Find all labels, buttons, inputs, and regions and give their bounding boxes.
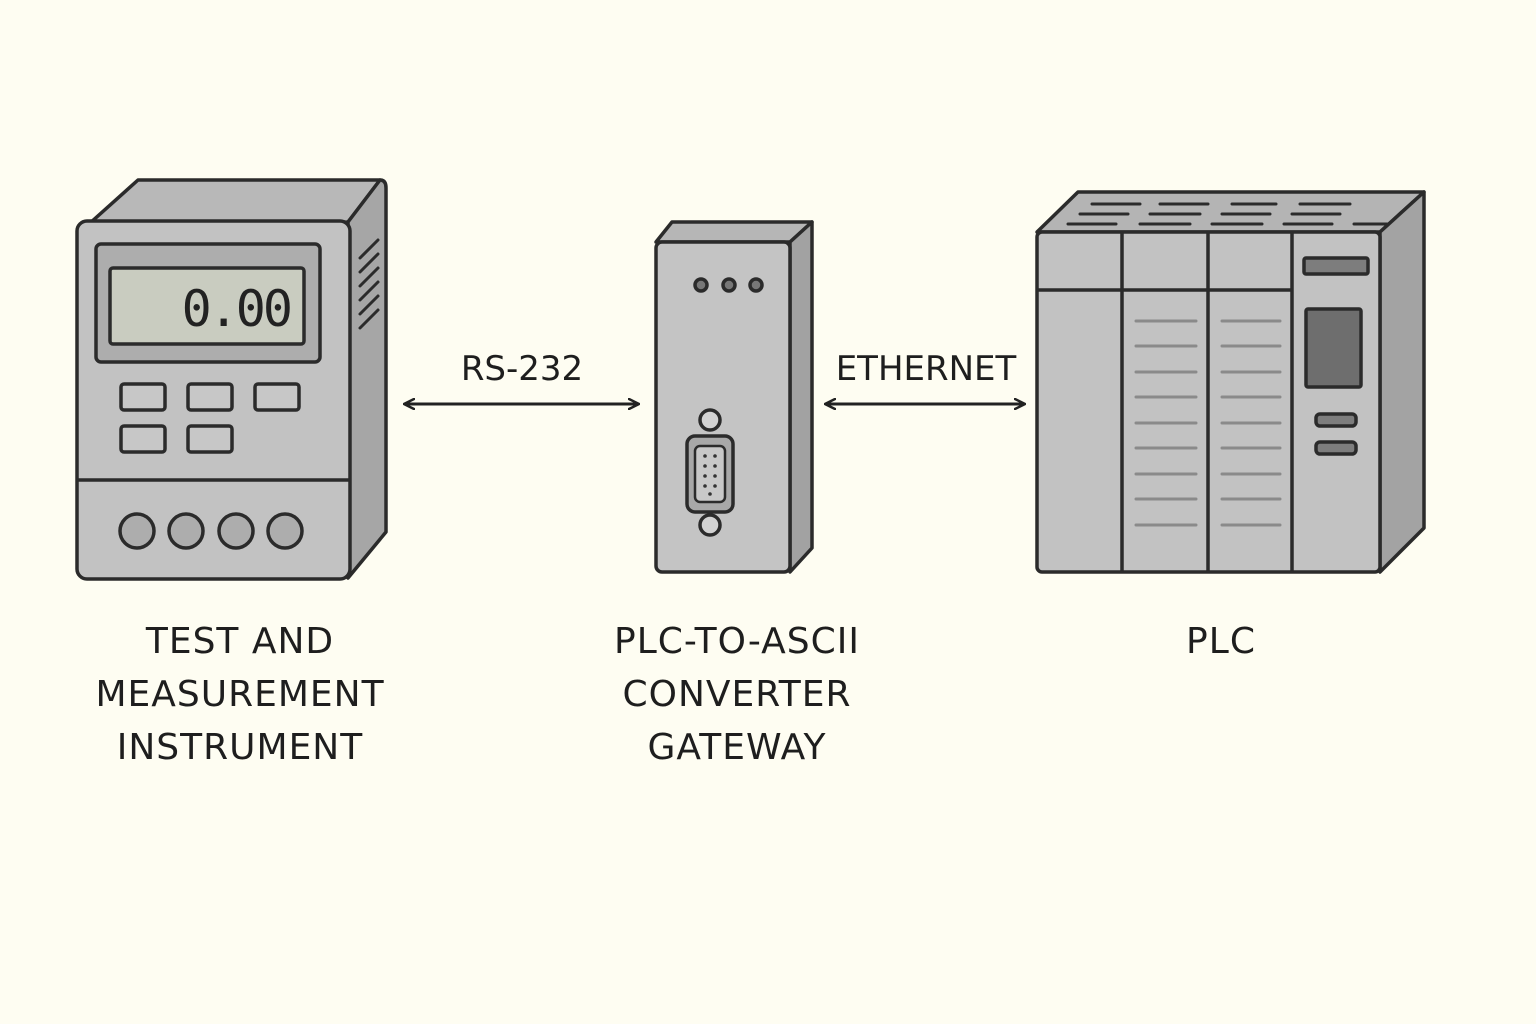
gateway-side-face [788,220,814,574]
instrument-side-face [346,178,388,580]
connector-screw [698,408,722,432]
db9-pins [703,454,717,496]
caption-line: CONVERTER [622,674,852,715]
round-button[interactable] [167,512,205,550]
plc-side-face [1378,190,1426,574]
ethernet-label: ETHERNET [836,349,1017,389]
round-button[interactable] [118,512,156,550]
gateway-led [693,277,709,293]
converter-gateway [654,220,814,574]
plc-button[interactable] [1314,440,1358,456]
gateway-led [748,277,764,293]
instrument-caption: TEST AND MEASUREMENT INSTRUMENT [40,615,440,774]
gateway-caption: PLC-TO-ASCII CONVERTER GATEWAY [537,615,937,774]
db9-port-inner [693,444,727,504]
gateway-led [721,277,737,293]
instrument-display-value: 0.00 [182,280,290,338]
plc-button[interactable] [1314,412,1358,428]
measurement-instrument [75,178,388,581]
plc-status-bar [1302,256,1370,276]
plc-screen [1304,307,1363,389]
keypad-key[interactable] [119,382,167,412]
caption-line: MEASUREMENT [95,674,385,715]
plc-top-face [1035,190,1426,234]
instrument-round-buttons [118,512,304,550]
keypad-key[interactable] [186,424,234,454]
caption-line: TEST AND [145,621,335,662]
caption-line: GATEWAY [647,727,827,768]
round-button[interactable] [217,512,255,550]
plc-unit [1035,190,1426,574]
instrument-lcd [108,266,306,346]
caption-line: PLC [1186,621,1256,662]
caption-line: PLC-TO-ASCII [614,621,860,662]
caption-line: INSTRUMENT [116,727,364,768]
keypad-key[interactable] [253,382,301,412]
plc-caption: PLC [1071,615,1371,668]
gateway-top-face [654,220,814,244]
instrument-vent [358,238,380,330]
connector-screw [698,513,722,537]
round-button[interactable] [266,512,304,550]
rs232-label: RS-232 [461,349,583,389]
instrument-keypad [119,382,301,454]
keypad-key[interactable] [119,424,167,454]
plc-module-slots [1134,319,1282,527]
keypad-key[interactable] [186,382,234,412]
gateway-front-face [654,240,792,574]
plc-top-vents [1066,202,1392,226]
